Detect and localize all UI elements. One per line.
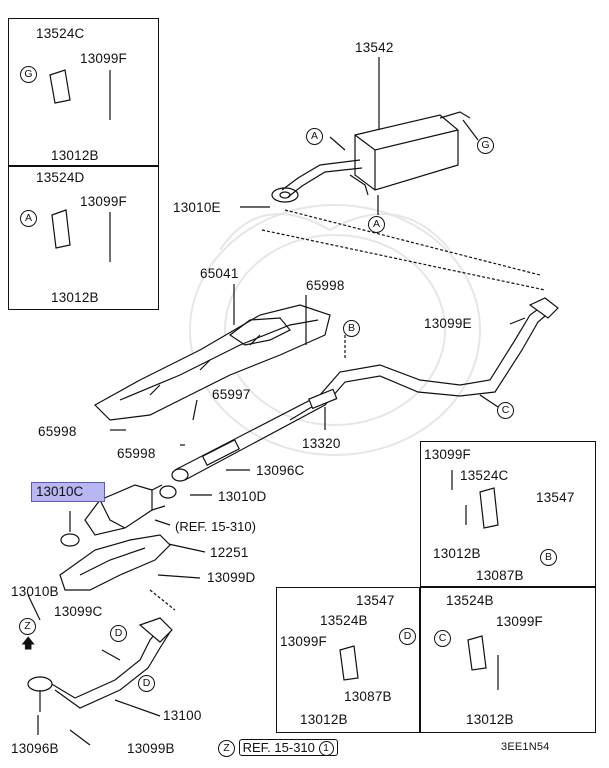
callout-z: Z <box>19 618 36 635</box>
part-label-13010E[interactable]: 13010E <box>173 200 221 215</box>
inset-box-bottom-mid <box>276 587 420 733</box>
part-label-13100[interactable]: 13100 <box>163 708 202 723</box>
callout-a: A <box>368 216 385 233</box>
part-label-13012B[interactable]: 13012B <box>433 546 481 561</box>
inset-box-top-left-2 <box>8 166 159 310</box>
part-label-13010D[interactable]: 13010D <box>218 489 267 504</box>
part-label-13012B[interactable]: 13012B <box>51 148 99 163</box>
watermark <box>189 204 481 456</box>
part-label-13087B[interactable]: 13087B <box>344 689 392 704</box>
reference-note-bottom[interactable]: Z REF. 15-310 1 <box>218 739 338 758</box>
callout-a: A <box>306 128 323 145</box>
part-label-13524B[interactable]: 13524B <box>320 613 368 628</box>
part-label-13524C[interactable]: 13524C <box>36 26 85 41</box>
callout-c: C <box>497 402 514 419</box>
reference-note-mid[interactable]: (REF. 15-310) <box>175 519 256 534</box>
part-label-12251[interactable]: 12251 <box>210 545 249 560</box>
part-label-13096B[interactable]: 13096B <box>11 741 59 756</box>
callout-d: D <box>138 675 155 692</box>
catalytic-converter-13010C <box>60 484 177 547</box>
part-label-13542[interactable]: 13542 <box>355 40 394 55</box>
part-label-13320[interactable]: 13320 <box>302 436 341 451</box>
callout-g: G <box>477 137 494 154</box>
callout-d: D <box>110 625 127 642</box>
callout-b: B <box>540 549 557 566</box>
inset-box-top-left-1 <box>8 18 159 166</box>
part-label-13099E[interactable]: 13099E <box>424 316 472 331</box>
arrow-up-icon: 🡅 <box>21 635 36 651</box>
part-label-65041[interactable]: 65041 <box>200 266 239 281</box>
part-label-13099F[interactable]: 13099F <box>280 634 327 649</box>
callout-c: C <box>434 630 451 647</box>
part-label-13099F[interactable]: 13099F <box>80 51 127 66</box>
callout-a: A <box>20 210 37 227</box>
part-label-65998[interactable]: 65998 <box>117 446 156 461</box>
part-label-13087B[interactable]: 13087B <box>476 568 524 583</box>
reference-text: REF. 15-310 1 <box>238 739 338 757</box>
part-label-13547[interactable]: 13547 <box>536 490 575 505</box>
part-label-13010C-highlighted[interactable]: 13010C <box>31 482 105 502</box>
part-label-65997[interactable]: 65997 <box>212 387 251 402</box>
inset-box-right-bottom <box>420 587 596 733</box>
part-label-13012B[interactable]: 13012B <box>300 712 348 727</box>
part-label-13012B[interactable]: 13012B <box>466 712 514 727</box>
part-label-13099B[interactable]: 13099B <box>127 741 175 756</box>
muffler-13542 <box>271 111 471 203</box>
part-label-13099C[interactable]: 13099C <box>54 604 103 619</box>
part-label-65998[interactable]: 65998 <box>306 278 345 293</box>
reference-label: REF. 15-310 <box>242 740 315 755</box>
callout-b: B <box>343 320 360 337</box>
part-label-13099F[interactable]: 13099F <box>80 194 127 209</box>
diagram-code: 3EE1N54 <box>501 741 550 753</box>
callout-g: G <box>20 66 37 83</box>
part-label-13099D[interactable]: 13099D <box>207 570 256 585</box>
heat-shield-65041 <box>94 304 331 421</box>
heat-shield-12251 <box>59 534 171 591</box>
part-label-65998[interactable]: 65998 <box>38 424 77 439</box>
part-label-13524C[interactable]: 13524C <box>460 468 509 483</box>
part-label-13096C[interactable]: 13096C <box>256 463 305 478</box>
part-label-13547[interactable]: 13547 <box>356 593 395 608</box>
hanger-sketches <box>49 69 499 681</box>
part-label-13099F[interactable]: 13099F <box>496 614 543 629</box>
callout-z: Z <box>218 740 235 758</box>
inset-box-right-top <box>420 441 596 587</box>
callout-d: D <box>399 628 416 645</box>
center-pipe-13320 <box>171 297 559 482</box>
part-label-13524D[interactable]: 13524D <box>36 170 85 185</box>
front-pipe-13100 <box>27 617 173 712</box>
part-label-13099F[interactable]: 13099F <box>424 447 471 462</box>
part-label-13010B[interactable]: 13010B <box>11 584 59 599</box>
part-label-13012B[interactable]: 13012B <box>51 290 99 305</box>
part-label-13524B[interactable]: 13524B <box>446 593 494 608</box>
reference-number: 1 <box>318 741 334 757</box>
